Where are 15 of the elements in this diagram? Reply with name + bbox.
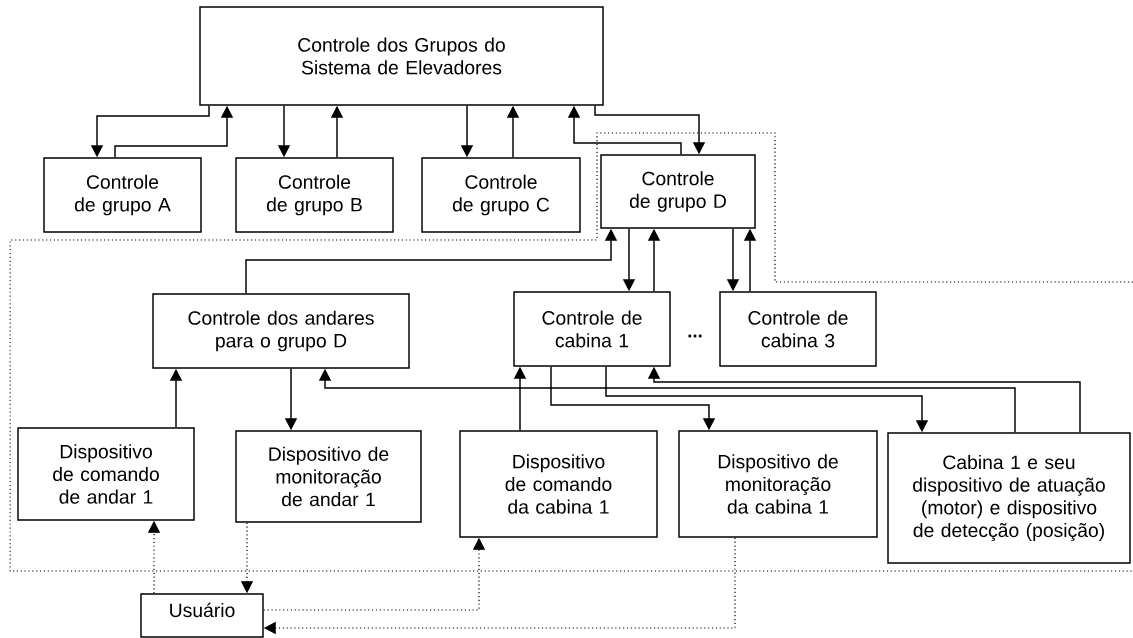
box: Controle de grupo B	[235, 157, 394, 233]
box: Dispositivo de comando da cabina 1	[459, 430, 658, 538]
box: Controle de grupo D	[600, 154, 756, 229]
box: Controle de cabina 1	[513, 291, 671, 367]
box: Controle dos andares para o grupo D	[152, 293, 410, 369]
box: Controle de grupo C	[421, 157, 581, 233]
box: Dispositivo de comando de andar 1	[17, 427, 195, 521]
box: Controle dos Grupos do Sistema de Elevadores	[199, 6, 604, 106]
box: Dispositivo de monitoração de andar 1	[235, 430, 422, 523]
box: Controle de cabina 3	[719, 291, 877, 367]
box: Controle de grupo A	[43, 157, 202, 233]
box: Dispositivo de monitoração da cabina 1	[678, 430, 878, 538]
box: Usuário	[140, 593, 264, 638]
box: Cabina 1 e seu dispositivo de atuação (motor) e dispositivo de detecção (posição)	[887, 432, 1131, 564]
ellipsis: ...	[688, 334, 702, 338]
